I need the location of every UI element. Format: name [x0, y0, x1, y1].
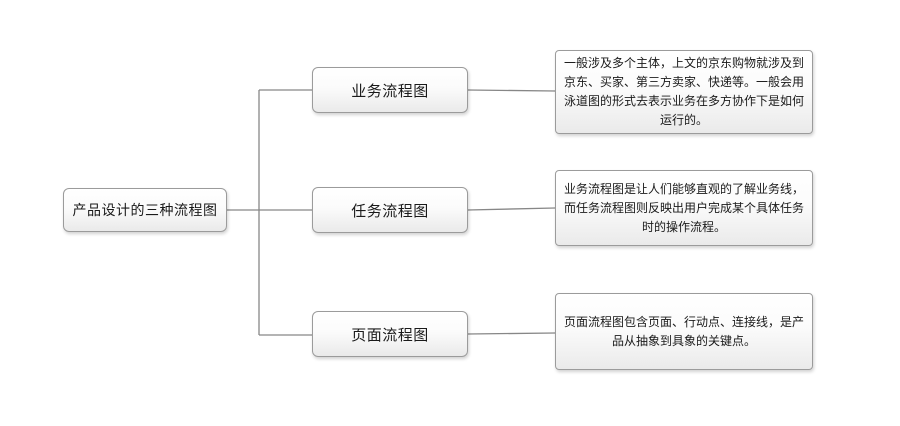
- branch-node-task-flowchart[interactable]: 任务流程图: [312, 187, 468, 233]
- branch-node-label: 任务流程图: [351, 202, 429, 220]
- root-node-label: 产品设计的三种流程图: [72, 202, 218, 218]
- description-text: 页面流程图包含页面、行动点、连接线，是产品从抽象到具象的关键点。: [563, 314, 804, 348]
- description-node-task-flowchart[interactable]: 业务流程图是让人们能够直观的了解业务线，而任务流程图则反映出用户完成某个具体任务…: [555, 170, 813, 246]
- description-node-business-flowchart[interactable]: 一般涉及多个主体，上文的京东购物就涉及到京东、买家、第三方卖家、快递等。一般会用…: [555, 50, 813, 134]
- branch-node-label: 业务流程图: [351, 82, 429, 100]
- branch-node-business-flowchart[interactable]: 业务流程图: [312, 67, 468, 113]
- branch-node-label: 页面流程图: [351, 326, 429, 344]
- root-node[interactable]: 产品设计的三种流程图: [63, 188, 227, 232]
- description-node-page-flowchart[interactable]: 页面流程图包含页面、行动点、连接线，是产品从抽象到具象的关键点。: [555, 293, 813, 370]
- edge-task-to-description: [467, 207, 556, 211]
- edge-business-to-description: [467, 89, 556, 92]
- edge-page-to-description: [467, 332, 556, 335]
- description-text: 一般涉及多个主体，上文的京东购物就涉及到京东、买家、第三方卖家、快递等。一般会用…: [563, 56, 804, 127]
- description-text: 业务流程图是让人们能够直观的了解业务线，而任务流程图则反映出用户完成某个具体任务…: [563, 181, 804, 234]
- branch-node-page-flowchart[interactable]: 页面流程图: [312, 311, 468, 357]
